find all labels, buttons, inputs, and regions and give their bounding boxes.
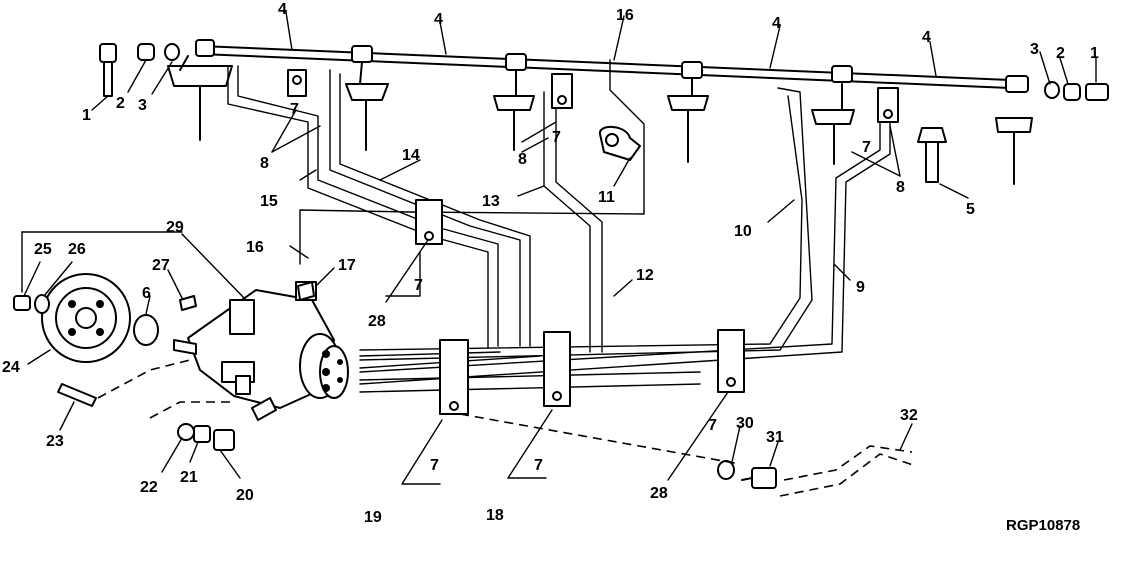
callout-16: 16 [246,239,264,256]
callout-5: 5 [966,201,975,218]
callout-22: 22 [140,479,158,496]
callout-2: 2 [1056,45,1065,62]
callout-11: 11 [598,189,615,206]
line-clamp [415,199,443,245]
line-clamp [439,339,469,415]
callout-1: 1 [82,107,91,124]
callout-8: 8 [518,151,527,168]
callout-12: 12 [636,267,654,284]
fuel-lines [227,59,891,393]
line-clamp [287,69,307,97]
line-clamp [877,87,899,123]
line-clamp [543,331,571,407]
bleed-fitting [297,281,315,301]
callout-4: 4 [278,1,287,18]
callout-30: 30 [736,415,754,432]
callout-23: 23 [46,433,64,450]
gear-washer [34,294,50,314]
injection-pump [173,281,349,421]
callout-32: 32 [900,407,918,424]
callout-15: 15 [260,193,278,210]
callout-10: 10 [734,223,752,240]
callout-13: 13 [482,193,500,210]
injector [667,77,709,163]
fitting-washer [177,423,195,441]
callout-7: 7 [862,139,871,156]
callouts: 1 2 3 4 4 16 4 4 3 2 1 7 8 7 8 7 8 5 11 … [2,1,1099,534]
stud [57,383,97,407]
callout-17: 17 [338,257,356,274]
callout-7: 7 [430,457,439,474]
callout-6: 6 [142,285,151,302]
callout-25: 25 [34,241,52,258]
washer-right [1044,81,1060,99]
callout-4: 4 [772,15,781,32]
callout-2: 2 [116,95,125,112]
injector-clamp [599,126,641,161]
callout-20: 20 [236,487,254,504]
callout-24: 24 [2,359,20,376]
callout-16: 16 [616,7,634,24]
callout-28: 28 [368,313,386,330]
callout-29: 29 [166,219,184,236]
callout-3: 3 [138,97,147,114]
callout-1: 1 [1090,45,1099,62]
drive-gear [41,273,131,363]
washer-left [164,43,180,61]
callout-26: 26 [68,241,86,258]
injector [811,83,855,165]
sealing-washer [717,460,735,480]
line-clamp [551,73,573,109]
o-ring [133,314,159,346]
callout-18: 18 [486,507,504,524]
line-clamp [717,329,745,393]
figure-id: RGP10878 [1006,517,1080,534]
callout-8: 8 [260,155,269,172]
fuel-rail [195,39,1029,93]
bolt-right [1085,83,1109,101]
callout-19: 19 [364,509,382,526]
gear-nut [13,295,31,311]
nut-right [1063,83,1081,101]
leader-lines [21,11,1097,485]
callout-14: 14 [402,147,420,164]
nut-left [137,43,155,61]
bolt-left [99,43,117,97]
elbow-fitting [741,467,777,489]
callout-7: 7 [414,277,423,294]
callout-8: 8 [896,179,905,196]
leak-off-hose [779,445,917,497]
injector [167,55,233,141]
callout-31: 31 [766,429,784,446]
callout-9: 9 [856,279,865,296]
callout-4: 4 [434,11,443,28]
callout-27: 27 [152,257,170,274]
alignment-lines [97,359,741,465]
fitting-nut [193,425,211,443]
injector [995,117,1033,185]
injector [345,61,389,151]
callout-3: 3 [1030,41,1039,58]
key [179,295,197,311]
callout-7: 7 [290,101,299,118]
callout-21: 21 [180,469,198,486]
callout-28: 28 [650,485,668,502]
callout-7: 7 [708,417,717,434]
callout-7: 7 [534,457,543,474]
callout-7: 7 [552,129,561,146]
callout-4: 4 [922,29,931,46]
injector [493,69,535,151]
cap-screw [917,127,947,183]
fitting-adapter [213,429,235,451]
